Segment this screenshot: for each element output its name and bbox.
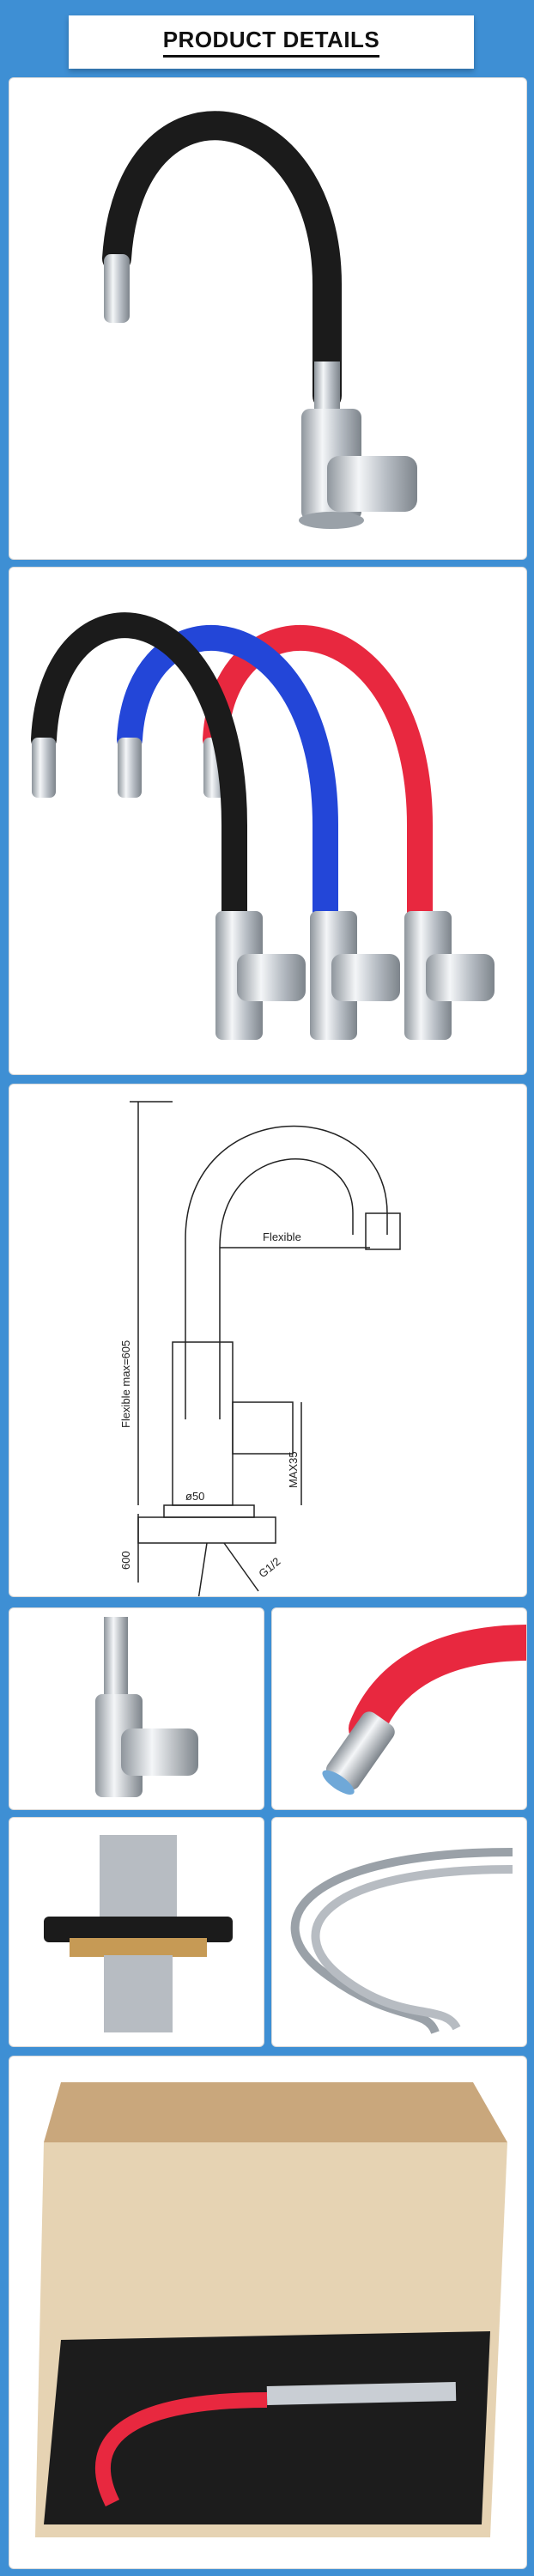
dim-hose-length: 600 — [119, 1551, 132, 1570]
dim-diameter: ø50 — [185, 1490, 204, 1503]
photo-packaging — [9, 2056, 527, 2569]
dim-flexible-max: Flexible max=605 — [119, 1340, 132, 1428]
product-photo-main — [9, 77, 527, 560]
faucet-body-3 — [404, 911, 495, 1040]
photo-faucet-body — [9, 1607, 264, 1810]
page-title: PRODUCT DETAILS — [162, 27, 380, 58]
section-header: PRODUCT DETAILS — [69, 15, 474, 69]
photo-spray-head — [271, 1607, 527, 1810]
hose-black — [31, 612, 247, 941]
lever-handle — [327, 456, 417, 512]
product-photo-colors — [9, 567, 527, 1075]
photo-mounting-kit — [9, 1817, 264, 2047]
hose-black — [102, 111, 342, 410]
photo-supply-hoses — [271, 1817, 527, 2047]
hose-red — [203, 624, 433, 941]
faucet-black-illustration — [102, 111, 417, 529]
faucet-body-2 — [310, 911, 400, 1040]
dim-max-thickness: MAX35 — [287, 1451, 300, 1488]
technical-drawing: Flexible max=605 Flexible ø50 MAX35 600 … — [9, 1084, 527, 1597]
dim-flexible: Flexible — [263, 1230, 301, 1243]
foam-insert — [44, 2331, 490, 2524]
spray-head — [104, 254, 130, 323]
spout-outline — [185, 1125, 388, 1419]
dim-thread: G1/2 — [256, 1555, 282, 1581]
faucet-body-1 — [215, 911, 306, 1040]
hose-blue — [117, 624, 338, 941]
